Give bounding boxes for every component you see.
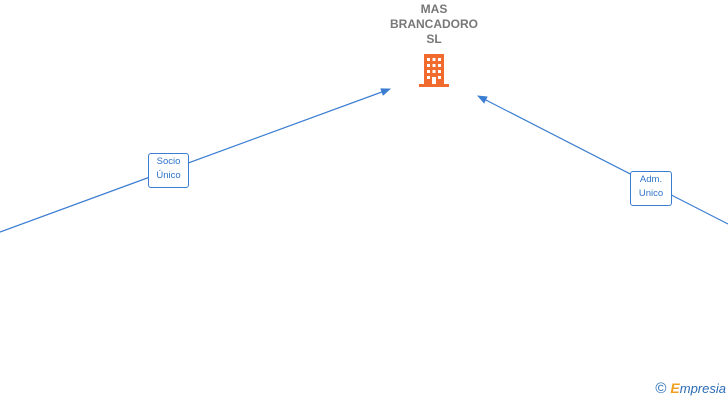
company-node[interactable]: MAS BRANCADORO SL (376, 2, 492, 89)
relation-label-line1: Socio (156, 156, 181, 167)
brand-initial: E (670, 380, 680, 396)
edge-socio-unico (0, 88, 391, 233)
brand-name: mpresia (679, 381, 726, 396)
relation-label-line1: Adm. (639, 174, 663, 185)
relation-label-adm-unico[interactable]: Adm. Unico (630, 171, 672, 206)
relation-label-line2: Unico (638, 188, 664, 199)
company-name[interactable]: MAS BRANCADORO SL (390, 2, 478, 46)
empresia-watermark: ©Empresia (655, 380, 726, 397)
edge-adm-unico (477, 95, 728, 225)
relation-label-socio-unico[interactable]: Socio Único (148, 153, 189, 188)
relation-label-line2: Único (156, 170, 181, 181)
copyright-icon: © (655, 380, 667, 397)
building-icon (419, 54, 449, 87)
